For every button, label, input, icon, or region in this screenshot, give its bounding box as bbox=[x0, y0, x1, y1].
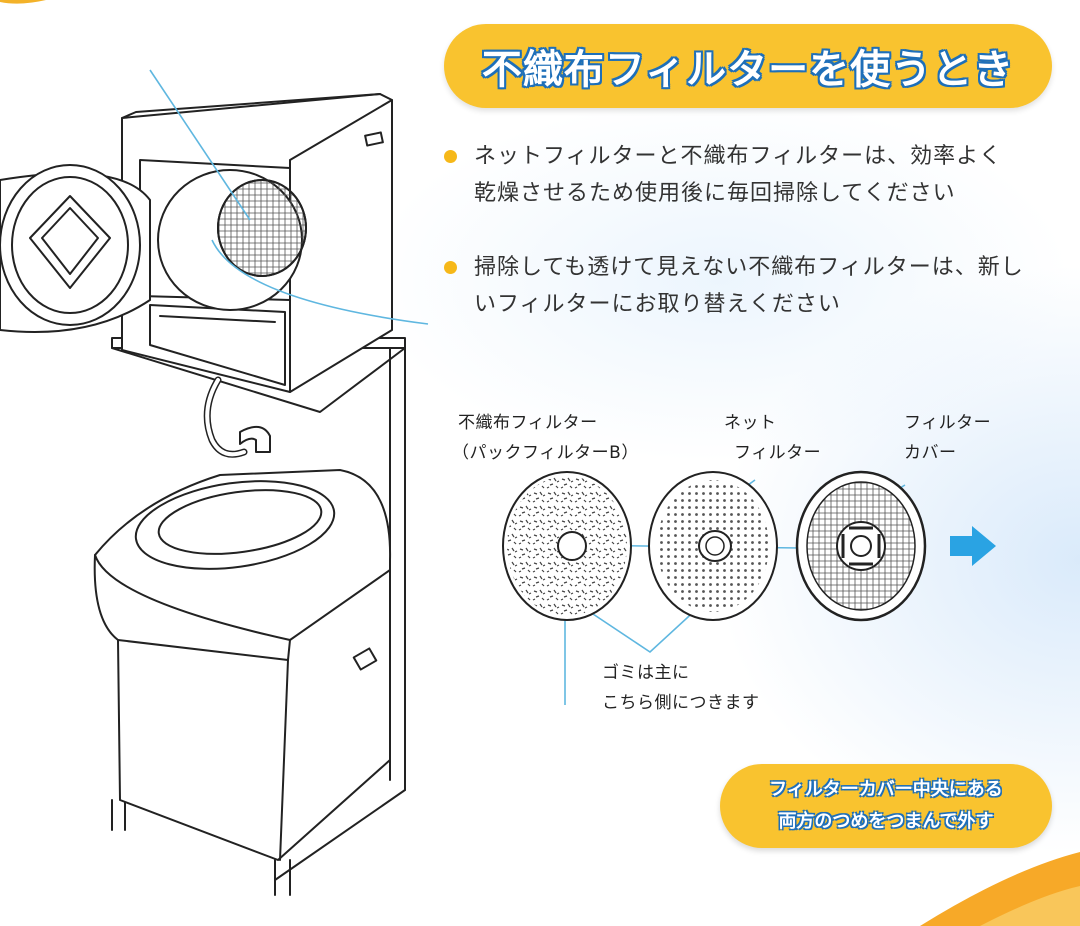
net-filter-sublabel: フィルター bbox=[734, 443, 822, 463]
bullet-text: いフィルターにお取り替えください bbox=[474, 292, 841, 317]
nonwoven-filter-disc bbox=[502, 471, 632, 621]
page-title: 不織布フィルターを使うとき bbox=[481, 46, 1015, 93]
bullet-dot-icon bbox=[444, 150, 457, 163]
dust-note-label: ゴミは主に bbox=[602, 663, 690, 683]
bullet-dot-icon bbox=[444, 261, 457, 274]
instruction-line: フィルターカバー中央にある bbox=[769, 779, 1003, 800]
nonwoven-filter-sublabel: （パックフィルターB） bbox=[452, 443, 639, 463]
corner-swoosh bbox=[980, 886, 1080, 926]
filter-cover-disc bbox=[795, 470, 927, 622]
bullet-item: ネットフィルターと不織布フィルターは、効率よく 乾燥させるため使用後に毎回掃除し… bbox=[444, 138, 1064, 212]
instruction-line: 両方のつめをつまんで外す bbox=[778, 811, 994, 832]
bullet-text: ネットフィルターと不織布フィルターは、効率よく bbox=[474, 144, 1003, 169]
corner-swoosh bbox=[0, 0, 46, 4]
dust-note-sublabel: こちら側につきます bbox=[602, 693, 760, 713]
net-filter-disc bbox=[648, 471, 778, 621]
bullet-text: 掃除しても透けて見えない不織布フィルターは、新し bbox=[474, 255, 1024, 280]
bullet-item: 掃除しても透けて見えない不織布フィルターは、新し いフィルターにお取り替えくださ… bbox=[444, 249, 1064, 323]
net-filter-label: ネット bbox=[724, 413, 777, 433]
title-banner: 不織布フィルターを使うとき bbox=[444, 24, 1052, 108]
instruction-badge: フィルターカバー中央にある 両方のつめをつまんで外す bbox=[720, 764, 1052, 848]
bullet-text: 乾燥させるため使用後に毎回掃除してください bbox=[474, 181, 956, 206]
right-arrow-icon bbox=[950, 526, 996, 566]
filter-cover-sublabel: カバー bbox=[904, 443, 957, 463]
filter-cover-label: フィルター bbox=[904, 413, 992, 433]
nonwoven-filter-label: 不織布フィルター bbox=[458, 413, 598, 433]
